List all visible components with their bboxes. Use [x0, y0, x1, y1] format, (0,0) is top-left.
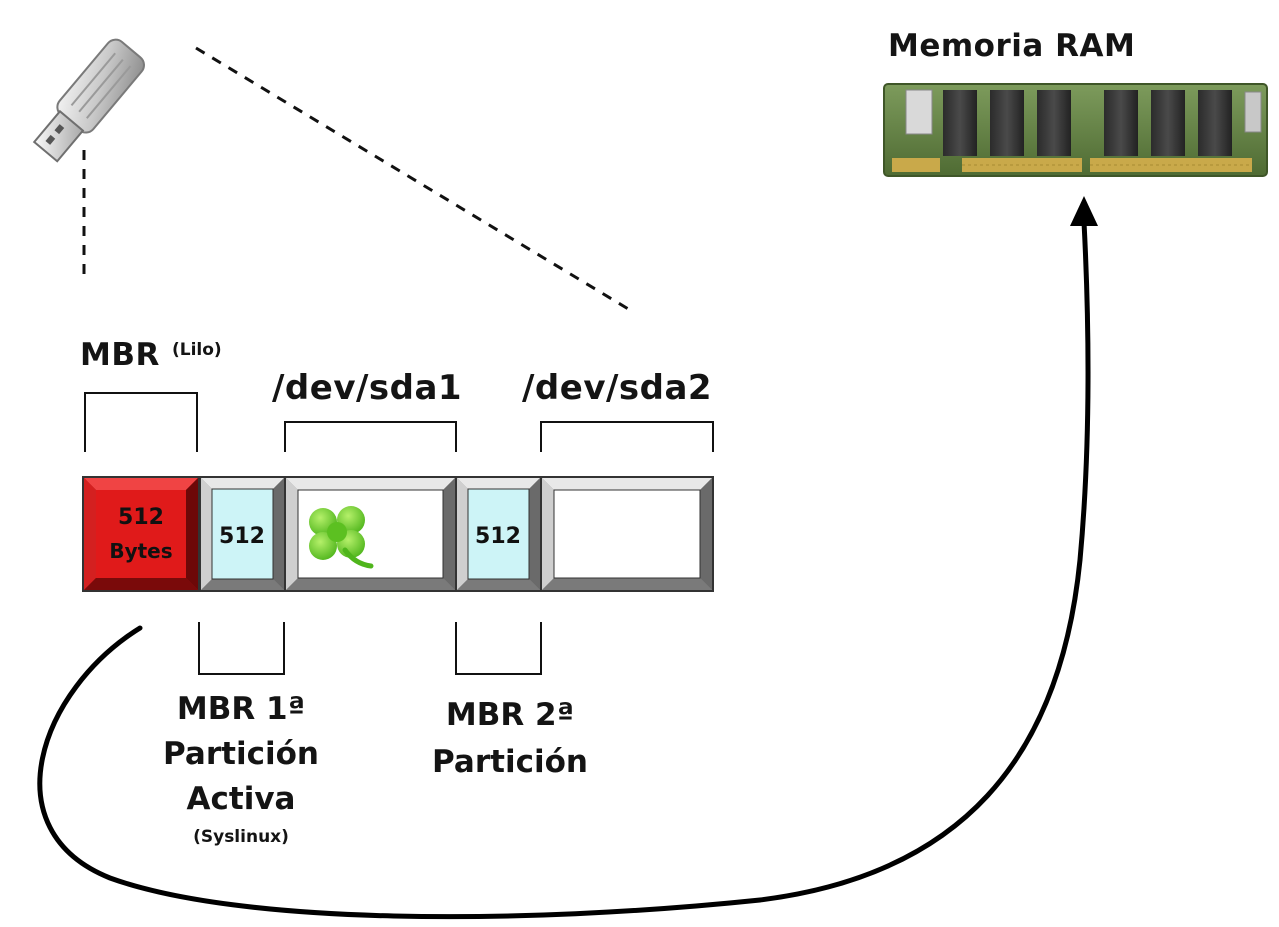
mbr1-caption: MBR 1ª Partición Activa (Syslinux) — [146, 694, 336, 846]
mbr2-line1: MBR 2ª — [445, 697, 575, 733]
mbr-block: 512 Bytes — [82, 476, 200, 592]
part1-mbr-text: 512 — [219, 524, 265, 549]
boot-flow-arrow — [37, 219, 1091, 920]
arrowhead-icon — [1070, 196, 1098, 226]
part2-mbr-block: 512 — [455, 476, 542, 592]
mbr-sublabel: (Lilo) — [172, 340, 222, 360]
sda2-label: /dev/sda2 — [522, 368, 713, 408]
mbr1-line1: MBR 1ª — [176, 691, 306, 727]
mbr2-line2: Partición — [432, 744, 588, 780]
mbr1-line4: (Syslinux) — [193, 827, 289, 847]
mbr2-caption: MBR 2ª Partición — [410, 700, 610, 778]
mbr1-line2: Partición — [163, 736, 319, 772]
mbr-block-line2: Bytes — [109, 539, 172, 563]
bracket-mbr2 — [455, 622, 542, 675]
bracket-mbr1 — [198, 622, 285, 675]
mbr-label: MBR — [80, 337, 160, 373]
bracket-mbr — [84, 392, 198, 452]
mbr1-line3: Activa — [186, 781, 296, 817]
bracket-sda1 — [284, 421, 457, 452]
mbr-block-line1: 512 — [118, 505, 164, 530]
sda1-label: /dev/sda1 — [272, 368, 463, 408]
dashed-line-diagonal — [195, 46, 631, 312]
bracket-sda2 — [540, 421, 714, 452]
part2-mbr-text: 512 — [475, 524, 521, 549]
sda2-block — [540, 476, 714, 592]
usb-drive-icon — [32, 38, 145, 163]
part1-mbr-block: 512 — [199, 476, 286, 592]
ram-module-icon — [883, 83, 1268, 177]
sda1-block — [284, 476, 457, 592]
clover-icon — [309, 506, 374, 569]
ram-title: Memoria RAM — [888, 28, 1136, 64]
